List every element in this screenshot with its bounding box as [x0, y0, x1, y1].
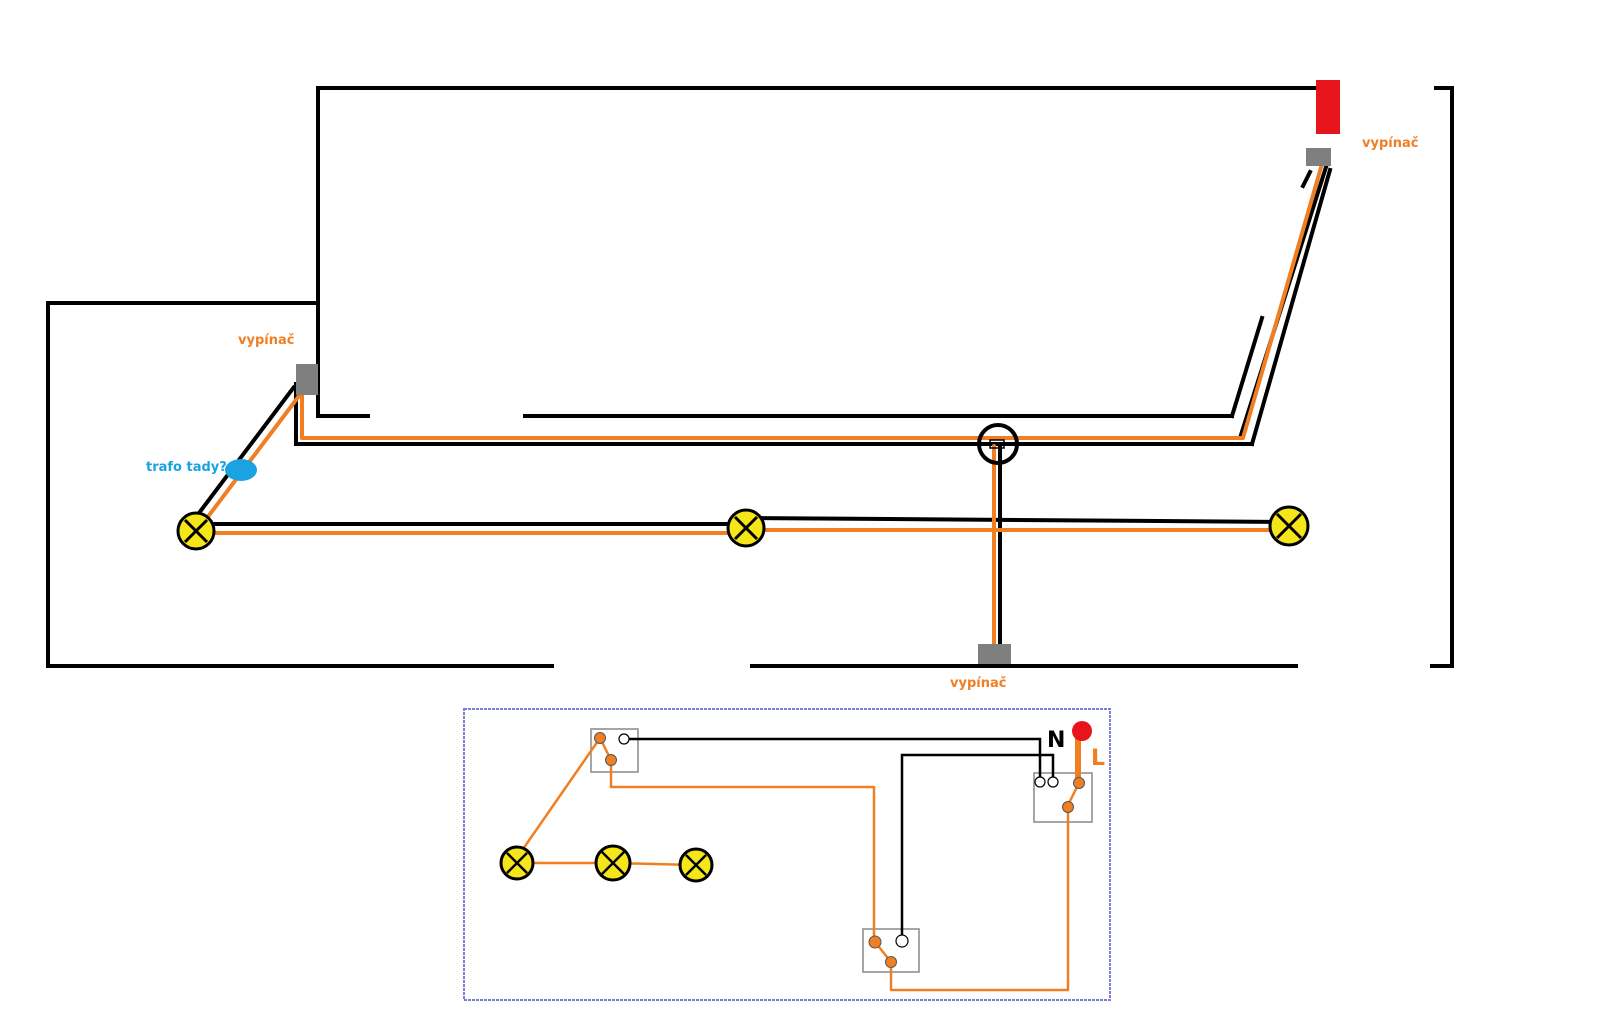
- schematic-traveler-1: [609, 760, 876, 940]
- floor-plan-wiring: [194, 162, 1329, 652]
- neutral-label: N: [1047, 728, 1066, 753]
- transformer-label: trafo tady?: [146, 460, 227, 475]
- junction-box: [977, 423, 1019, 465]
- lamp-icon: [176, 511, 216, 551]
- switch-left-icon: [296, 364, 318, 395]
- transformer-icon: [225, 459, 257, 481]
- lamp-icon: [594, 844, 632, 882]
- schematic-terminals: [594, 732, 1085, 968]
- lamp-icon: [726, 508, 766, 548]
- switch-label-bottom: vypínač: [950, 676, 1007, 691]
- wire-live-corridor: [300, 162, 1324, 440]
- switch-label-top-right: vypínač: [1362, 136, 1419, 151]
- schematic-panel: [463, 708, 1111, 1001]
- lamp-icon: [499, 845, 535, 881]
- schematic-border: [463, 708, 1111, 1001]
- wire-live-left-diagonal: [202, 390, 304, 524]
- power-source-icon: [1316, 80, 1340, 134]
- schematic-neutral-top: [624, 737, 1042, 780]
- lamp-icon: [1268, 505, 1310, 547]
- switch-top-right-icon: [1306, 148, 1331, 166]
- floor-plan-walls: [46, 86, 1454, 668]
- schematic-live-to-lamps: [512, 737, 602, 863]
- wall-diagonal-long: [1249, 167, 1333, 447]
- wire-neutral-left-diagonal: [194, 385, 296, 519]
- wall-diagonal-stub: [1300, 169, 1313, 189]
- switch-bottom-icon: [978, 644, 1011, 664]
- lamp-icon: [678, 847, 714, 883]
- schematic-neutral-second: [900, 753, 1055, 941]
- schematic-power-source-icon: [1072, 721, 1092, 741]
- wire-neutral-lamps-right: [744, 516, 1292, 524]
- schematic-traveler-2: [889, 805, 1070, 992]
- wall-diagonal-short: [1229, 315, 1265, 419]
- live-label: L: [1091, 746, 1106, 771]
- switch-label-left: vypínač: [238, 333, 295, 348]
